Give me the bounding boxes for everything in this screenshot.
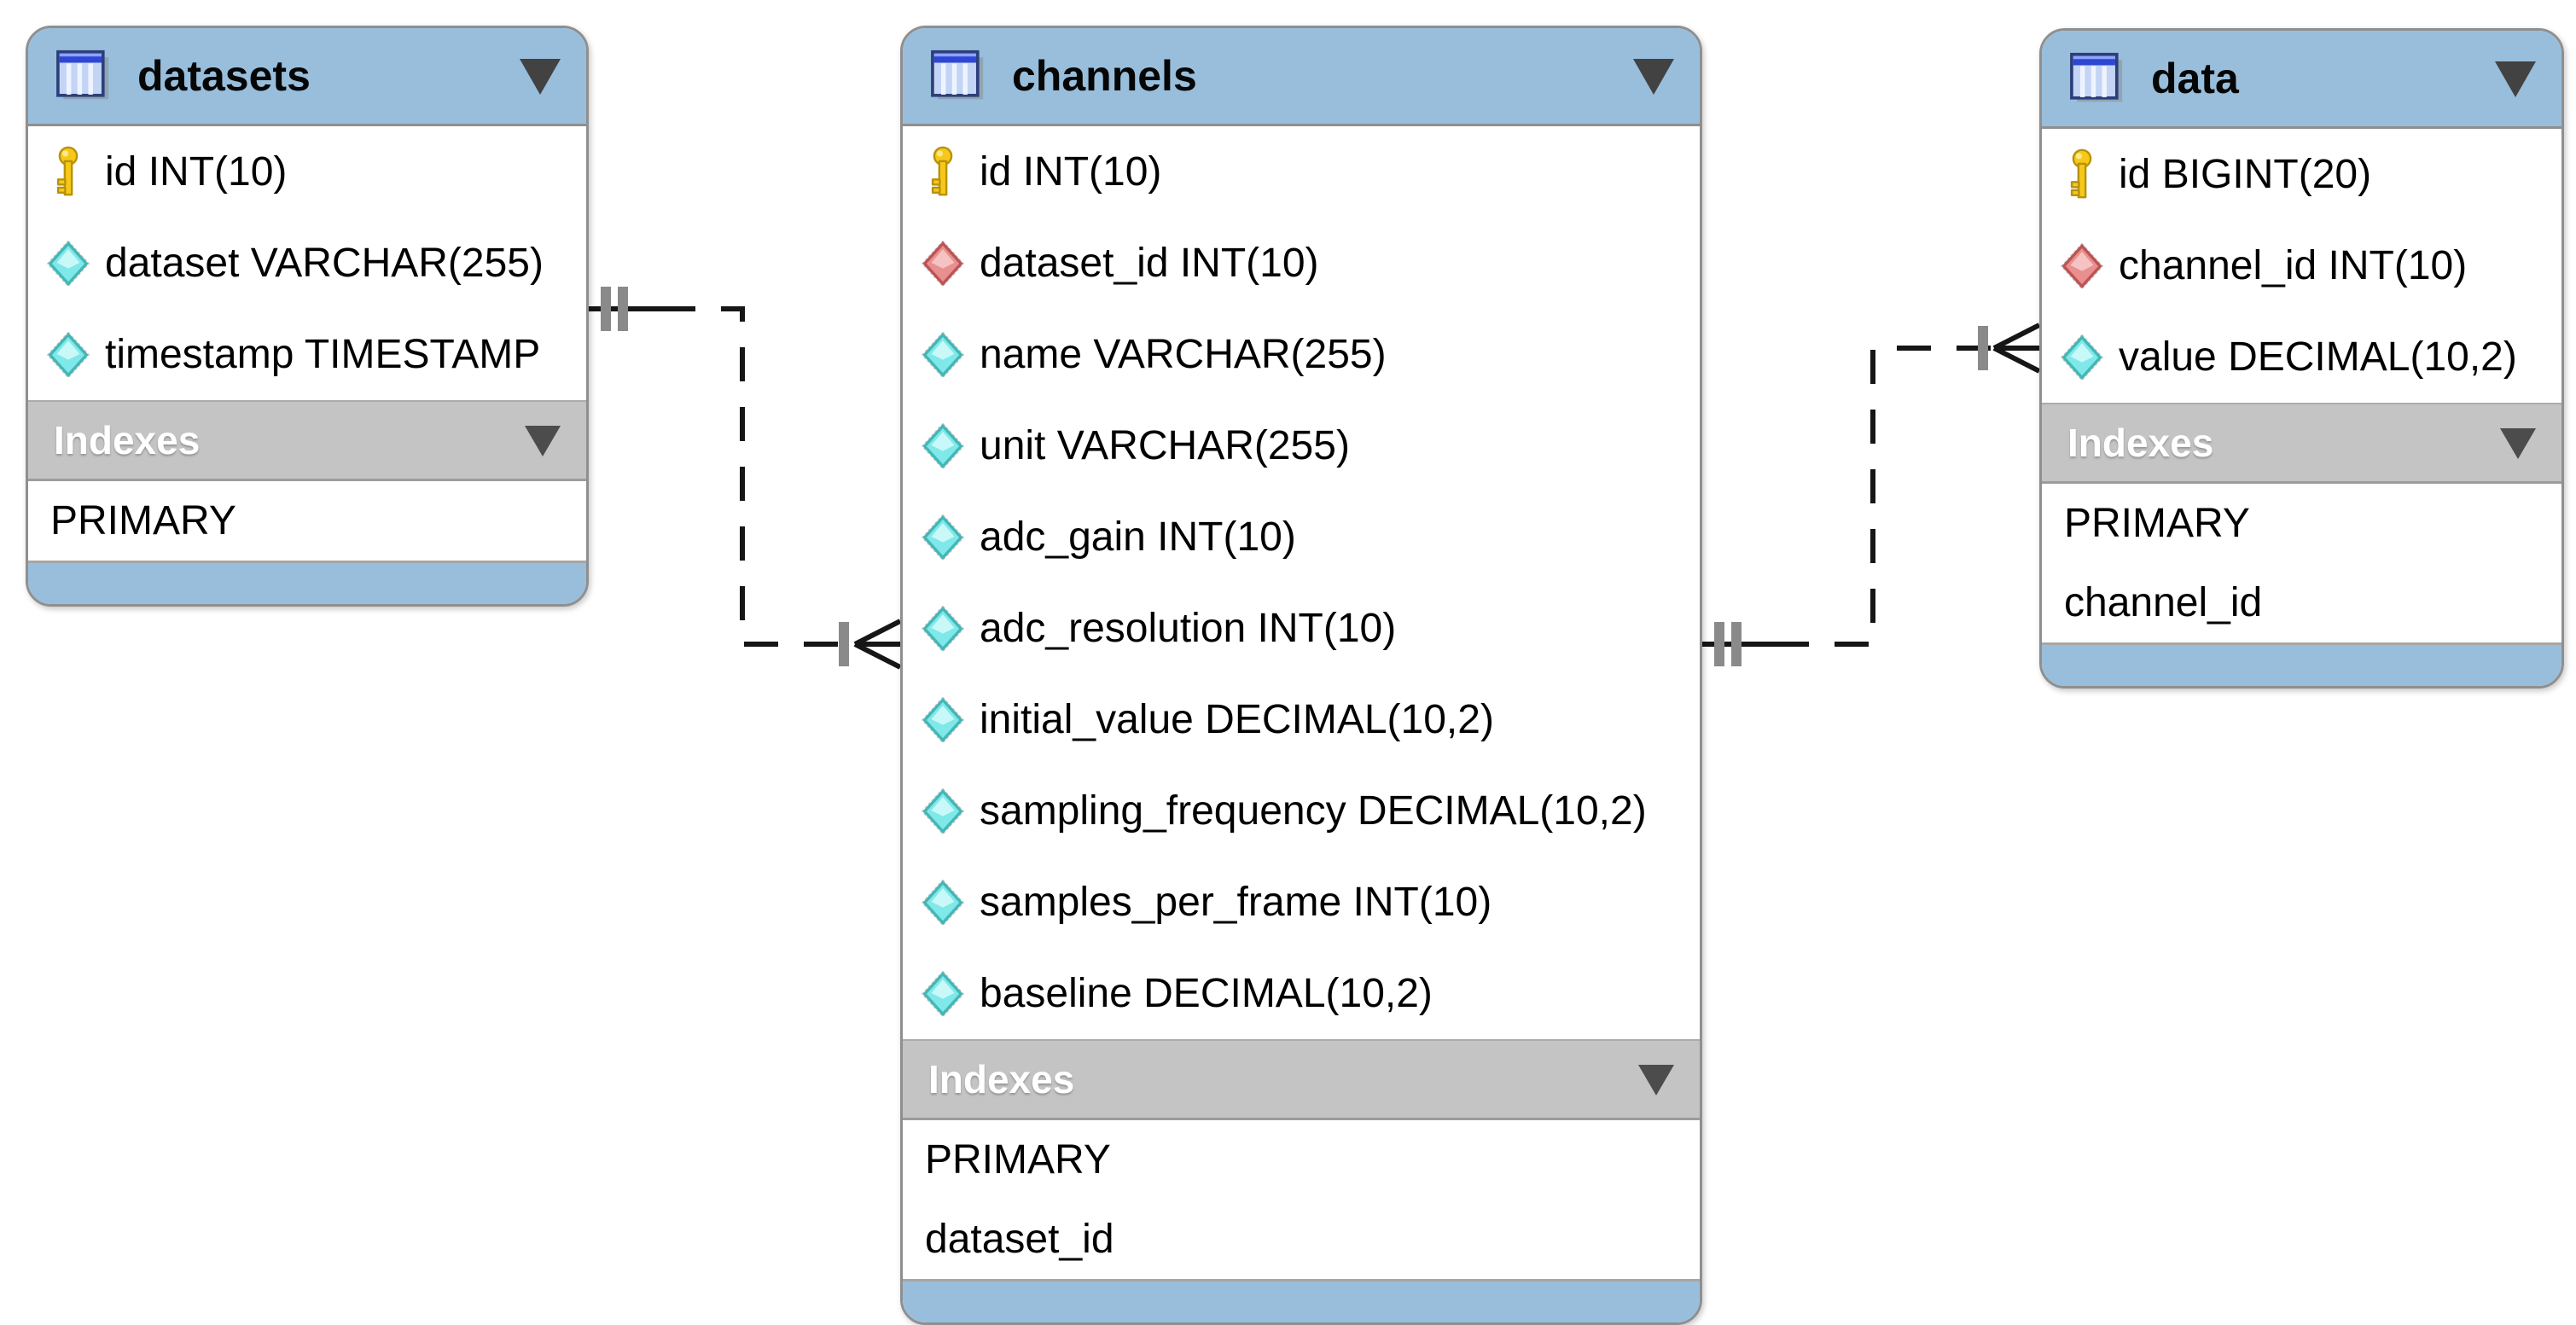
column-icon <box>916 970 969 1017</box>
collapse-arrow-icon[interactable] <box>2500 428 2536 459</box>
column-row[interactable]: channel_id INT(10) <box>2042 220 2561 311</box>
column-icon <box>2056 334 2108 381</box>
indexes-section: PRIMARY channel_id <box>2042 484 2561 642</box>
relationship-line[interactable] <box>661 306 855 647</box>
primary-key-icon <box>916 146 969 199</box>
table-icon <box>54 49 113 102</box>
table-channels[interactable]: channels id INT(10) dataset_id INT(10) name… <box>900 26 1702 1325</box>
table-title: channels <box>1012 52 1197 100</box>
column-label: timestamp TIMESTAMP <box>105 332 541 377</box>
collapse-arrow-icon[interactable] <box>520 59 561 95</box>
column-label: dataset_id INT(10) <box>980 241 1319 286</box>
one-tick-icon <box>1714 622 1724 666</box>
column-row[interactable]: name VARCHAR(255) <box>903 309 1700 400</box>
indexes-section: PRIMARY <box>28 481 586 561</box>
column-icon <box>42 331 95 378</box>
column-label: adc_gain INT(10) <box>980 514 1296 560</box>
column-row[interactable]: dataset_id INT(10) <box>903 218 1700 309</box>
index-row[interactable]: PRIMARY <box>925 1137 1111 1183</box>
column-row[interactable]: samples_per_frame INT(10) <box>903 857 1700 948</box>
table-header[interactable]: data <box>2042 31 2561 129</box>
columns-section: id INT(10) dataset VARCHAR(255) timestamp … <box>28 126 586 400</box>
column-label: samples_per_frame INT(10) <box>980 880 1492 925</box>
table-title: data <box>2151 55 2239 102</box>
one-tick-icon <box>1731 622 1742 666</box>
crow-foot-icon <box>1992 323 2041 374</box>
column-label: dataset VARCHAR(255) <box>105 241 544 286</box>
column-row[interactable]: unit VARCHAR(255) <box>903 400 1700 491</box>
column-label: id BIGINT(20) <box>2119 152 2372 197</box>
collapse-arrow-icon[interactable] <box>2495 61 2536 97</box>
column-row[interactable]: id BIGINT(20) <box>2042 129 2561 220</box>
relationship-datasets-to-channels[interactable] <box>589 287 902 670</box>
column-row[interactable]: sampling_frequency DECIMAL(10,2) <box>903 765 1700 857</box>
index-row[interactable]: channel_id <box>2064 580 2263 625</box>
indexes-section: PRIMARY dataset_id <box>903 1120 1700 1279</box>
relationship-line[interactable] <box>1775 346 1994 647</box>
column-label: name VARCHAR(255) <box>980 332 1387 377</box>
column-label: initial_value DECIMAL(10,2) <box>980 697 1494 742</box>
one-tick-icon <box>601 287 611 331</box>
columns-section: id BIGINT(20) channel_id INT(10) value DEC… <box>2042 129 2561 403</box>
primary-key-icon <box>2056 148 2108 201</box>
column-row[interactable]: value DECIMAL(10,2) <box>2042 311 2561 403</box>
indexes-header[interactable]: Indexes <box>903 1039 1700 1120</box>
column-icon <box>916 787 969 834</box>
column-label: id INT(10) <box>105 149 288 195</box>
column-label: unit VARCHAR(255) <box>980 423 1350 468</box>
column-label: baseline DECIMAL(10,2) <box>980 971 1433 1016</box>
collapse-arrow-icon[interactable] <box>1633 59 1674 95</box>
table-data[interactable]: data id BIGINT(20) channel_id INT(10) value… <box>2039 28 2564 689</box>
one-tick-icon <box>618 287 628 331</box>
many-tick-icon <box>839 622 849 666</box>
table-header[interactable]: datasets <box>28 28 586 126</box>
column-label: id INT(10) <box>980 149 1162 195</box>
column-icon <box>916 605 969 652</box>
table-footer <box>28 561 586 604</box>
index-row[interactable]: PRIMARY <box>2064 501 2250 546</box>
indexes-header-label: Indexes <box>928 1057 1075 1101</box>
foreign-key-icon <box>2056 242 2108 289</box>
column-row[interactable]: baseline DECIMAL(10,2) <box>903 948 1700 1039</box>
table-footer <box>903 1279 1700 1322</box>
column-row[interactable]: adc_resolution INT(10) <box>903 583 1700 674</box>
column-icon <box>916 696 969 743</box>
index-row[interactable]: PRIMARY <box>50 498 236 543</box>
column-label: adc_resolution INT(10) <box>980 606 1397 651</box>
column-icon <box>916 422 969 469</box>
crow-foot-icon <box>853 619 902 670</box>
column-row[interactable]: id INT(10) <box>903 126 1700 218</box>
column-icon <box>916 514 969 561</box>
indexes-header[interactable]: Indexes <box>2042 403 2561 484</box>
column-label: channel_id INT(10) <box>2119 243 2468 288</box>
column-icon <box>42 240 95 287</box>
table-icon <box>2067 52 2127 105</box>
column-icon <box>916 879 969 926</box>
column-label: value DECIMAL(10,2) <box>2119 334 2517 380</box>
table-icon <box>928 49 988 102</box>
relationship-channels-to-data[interactable] <box>1702 323 2041 666</box>
many-tick-icon <box>1978 326 1988 370</box>
column-row[interactable]: initial_value DECIMAL(10,2) <box>903 674 1700 765</box>
indexes-header-label: Indexes <box>2067 421 2214 465</box>
table-datasets[interactable]: datasets id INT(10) dataset VARCHAR(255) ti… <box>26 26 589 607</box>
table-title: datasets <box>137 52 311 100</box>
collapse-arrow-icon[interactable] <box>525 426 561 456</box>
column-row[interactable]: adc_gain INT(10) <box>903 491 1700 583</box>
column-label: sampling_frequency DECIMAL(10,2) <box>980 788 1647 834</box>
foreign-key-icon <box>916 240 969 287</box>
collapse-arrow-icon[interactable] <box>1638 1065 1674 1095</box>
column-row[interactable]: dataset VARCHAR(255) <box>28 218 586 309</box>
column-row[interactable]: id INT(10) <box>28 126 586 218</box>
index-row[interactable]: dataset_id <box>925 1217 1114 1262</box>
columns-section: id INT(10) dataset_id INT(10) name VARCHAR… <box>903 126 1700 1039</box>
table-header[interactable]: channels <box>903 28 1700 126</box>
table-footer <box>2042 642 2561 686</box>
column-row[interactable]: timestamp TIMESTAMP <box>28 309 586 400</box>
indexes-header[interactable]: Indexes <box>28 400 586 481</box>
primary-key-icon <box>42 146 95 199</box>
indexes-header-label: Indexes <box>54 418 201 462</box>
column-icon <box>916 331 969 378</box>
